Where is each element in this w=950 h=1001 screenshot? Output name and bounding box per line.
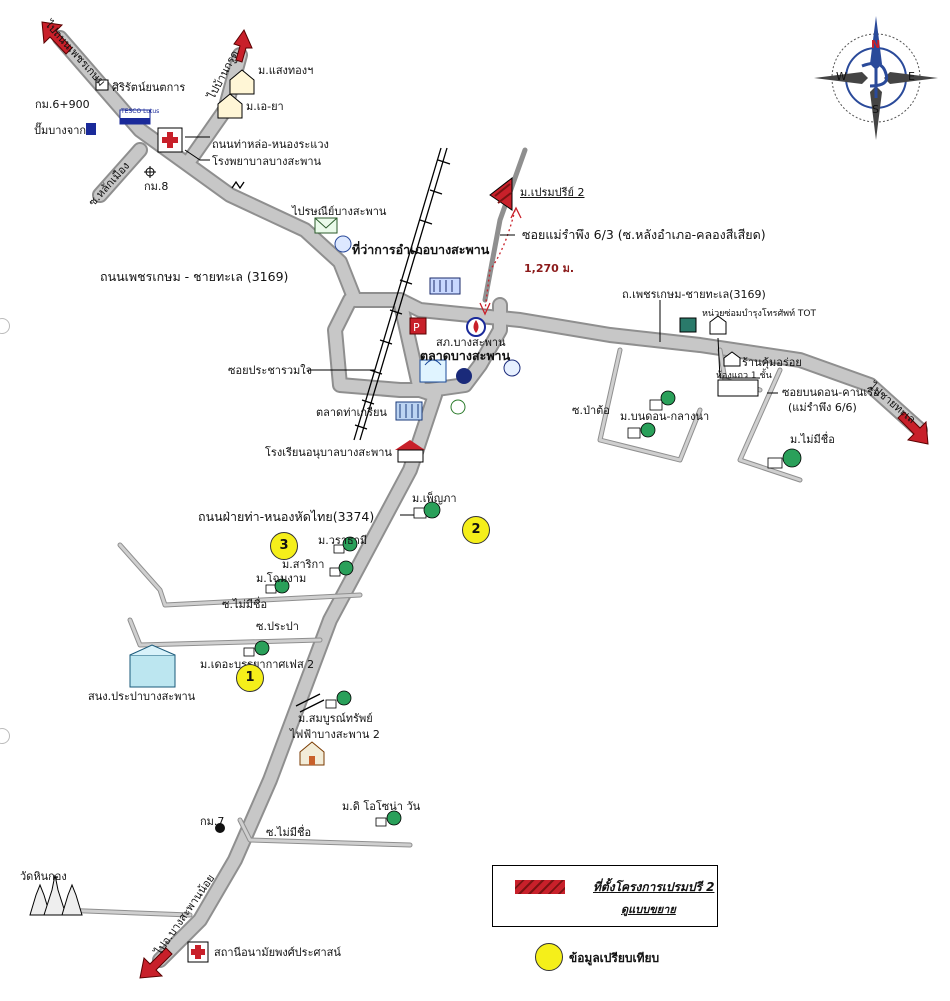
label-road-3374: ถนนฝ่ายท่า-หนองหัดไทย(3374) [198, 509, 375, 524]
comparison-marker-3[interactable]: 3 [270, 532, 298, 560]
project-site-swatch [515, 880, 565, 894]
railway [353, 147, 451, 441]
label-village-phenphaka: ม.เพ็ญภา [412, 492, 457, 505]
bank-icon [456, 368, 472, 384]
label-health-station: สถานีอนามัยพงศ์ประศาสน์ [214, 946, 341, 959]
label-soi-prachachuam: ซอยประชารวมใจ [228, 364, 313, 377]
label-soi-bon-don-sub: (แม่รำพึง 6/6) [788, 401, 857, 414]
district-office-icon [429, 277, 461, 295]
compass-w: W [836, 70, 847, 83]
compass-e: E [908, 70, 915, 83]
compass-s: S [872, 103, 879, 116]
label-soi-no-name-2: ซ.ไม่มีชื่อ [266, 826, 312, 839]
label-km-8: กม.8 [144, 180, 169, 193]
label-soi-prapa: ซ.ประปา [256, 620, 299, 633]
distance-line [484, 209, 516, 311]
temple-icon [29, 874, 83, 916]
label-police: สภ.บางสะพาน [436, 336, 506, 349]
market-icon [419, 359, 447, 383]
label-kindergarten: โรงเรียนอนุบาลบางสะพาน [265, 446, 392, 459]
label-waterworks: สนง.ประปาบางสะพาน [88, 690, 196, 703]
legend-project-site: ที่ตั้งโครงการเปรมปรี 2 [593, 880, 715, 894]
label-market: ตลาดบางสะพาน [420, 348, 511, 363]
direction-arrows [41, 21, 929, 979]
label-soi-pa-to: ซ.ป่าต้อ [572, 404, 610, 417]
label-village-de-chona: ม.ดิ โอโซน่า วัน [342, 800, 421, 813]
tot-icon [679, 315, 727, 335]
pump-icon [86, 123, 96, 135]
label-soi-mae-ramphueng: ซอยแม่รำพึง 6/3 (ซ.หลังอำเภอ-คลองสีเสียด… [522, 227, 766, 242]
waterworks-icon [129, 644, 176, 688]
legend-box: ที่ตั้งโครงการเปรมปรี 2 ดูแบบขยาย [492, 865, 718, 927]
compass-n: N [871, 38, 881, 51]
village-icons [243, 390, 802, 827]
label-village-saengthong: ม.แสงทองฯ [258, 64, 314, 77]
label-km-6900: กม.6+900 [35, 98, 90, 111]
tha-kian-market-icon [395, 401, 423, 421]
district-seal-icon [334, 235, 352, 253]
km-marker-icons [144, 166, 225, 833]
bank2-icon [503, 359, 521, 377]
tesco-icon [119, 109, 151, 125]
label-temple: วัดหินกอง [20, 870, 67, 883]
leader-lines [184, 136, 778, 516]
label-soi-no-name-1: ซ.ไม่มีชื่อ [222, 598, 268, 611]
project-site-icon [489, 176, 513, 211]
label-village-chomngam: ม.โฉมงาม [256, 572, 307, 585]
compass-rose-icon [814, 16, 938, 140]
label-pump: ปั๊มบางจาก [34, 124, 87, 137]
comparison-marker-1[interactable]: 1 [236, 664, 264, 692]
label-village-no-name: ม.ไม่มีชื่อ [790, 433, 835, 446]
label-road-3169-east: ถ.เพชรเกษม-ชายทะเล(3169) [622, 288, 766, 301]
arrow-sw-icon [139, 947, 173, 979]
post-office-icon [314, 217, 338, 234]
break-marks [231, 180, 325, 713]
police-icon: P [409, 317, 427, 335]
label-post-office: ไปรษณีย์บางสะพาน [292, 205, 387, 218]
label-road-3169: ถนนเพชรเกษม - ชายทะเล (3169) [100, 269, 289, 284]
label-village-prompree2: ม.เปรมปรีย์ 2 [520, 186, 585, 199]
arrow-se-icon [897, 411, 929, 445]
label-electricity: ไฟฟ้าบางสะพาน 2 [290, 728, 380, 741]
label-village-the-air: ม.เดอะบรรยากาศเฟส 2 [200, 658, 315, 671]
school-icon [395, 440, 425, 463]
road-network [52, 30, 928, 968]
electricity-icon [299, 741, 325, 766]
label-km-7: กม.7 [200, 815, 225, 828]
label-tot: หน่วยซ่อมบำรุงโทรศัพท์ TOT [702, 309, 816, 319]
shop-icon [717, 351, 759, 397]
ptt-icon [466, 317, 486, 337]
label-tha-lo-road: ถนนท่าหล่อ-หนองระแวง [212, 138, 329, 151]
comparison-dot-icon [535, 943, 563, 971]
label-shop: ร้านคุ้มอร่อย [742, 356, 802, 369]
label-village-waratharmi: ม.วราธามี [318, 534, 368, 547]
legend-comparison-label: ข้อมูลเปรียบเทียบ [569, 951, 660, 965]
label-tesco: TESCO Lotus [121, 108, 160, 115]
svg-text:P: P [413, 321, 420, 334]
health-station-icon [187, 941, 209, 963]
label-row-house: ห้องแถว 1 ชั้น [716, 371, 772, 381]
label-village-somboon: ม.สมบูรณ์ทรัพย์ [298, 712, 373, 725]
label-village-eya: ม.เอ-ยา [246, 100, 284, 113]
label-hospital: โรงพยาบาลบางสะพาน [212, 155, 322, 168]
label-sirirat: ศิริรัตน์ยนตการ [112, 81, 186, 94]
leaf-icon [450, 399, 466, 415]
label-distance: 1,270 ม. [524, 262, 575, 275]
sirirat-icon [95, 79, 109, 91]
arrow-nw-icon [41, 21, 73, 55]
label-district-office: ที่ว่าการอำเภอบางสะพาน [352, 242, 490, 257]
arrow-north-icon [233, 28, 253, 63]
legend-expanded-view[interactable]: ดูแบบขยาย [621, 903, 676, 916]
label-tha-kian-market: ตลาดท่าเกรียน [316, 406, 387, 419]
label-village-bon-don: ม.บนดอน-กลางนา [620, 410, 710, 423]
label-village-sarika: ม.สาริกา [282, 558, 325, 571]
label-soi-bon-don: ซอยบนดอน-คานเรือ [782, 386, 880, 399]
hospital-icon [157, 127, 183, 153]
comparison-marker-2[interactable]: 2 [462, 516, 490, 544]
house-icon [217, 69, 255, 119]
